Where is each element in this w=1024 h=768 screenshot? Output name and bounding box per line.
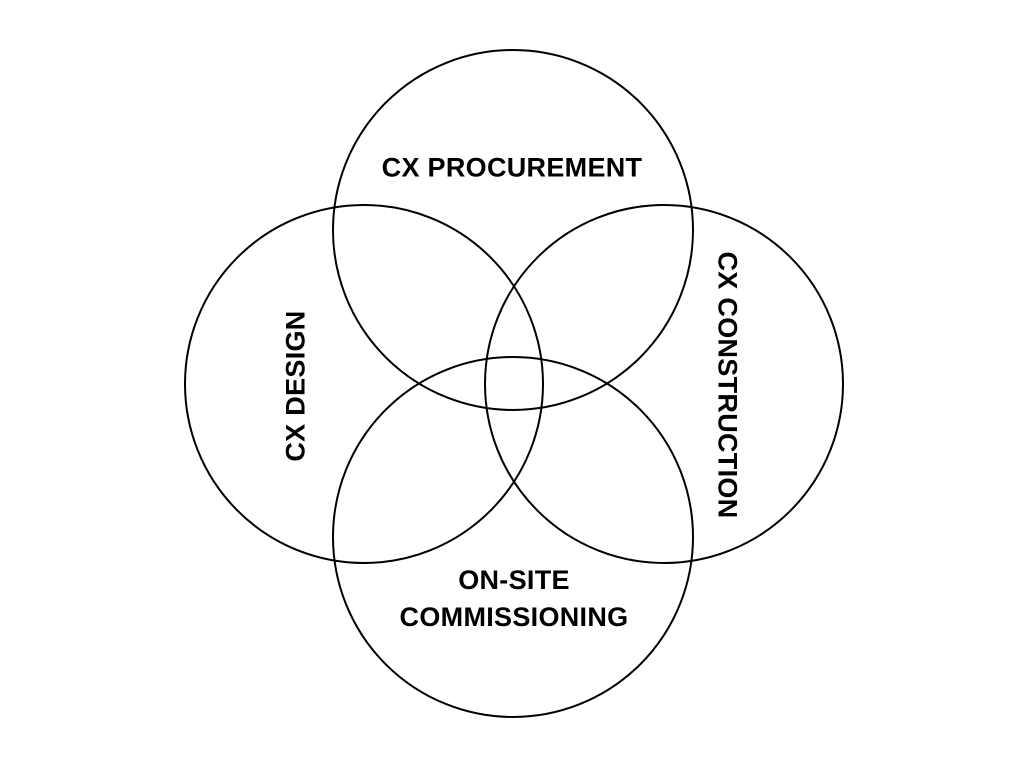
label-cx-design: CX DESIGN [280, 310, 311, 462]
venn-circle-construction [484, 204, 844, 564]
label-on-site-commissioning-line1: ON-SITE [458, 565, 570, 595]
venn-circle-design [184, 204, 544, 564]
label-cx-procurement: CX PROCUREMENT [381, 152, 643, 183]
label-cx-construction: CX CONSTRUCTION [712, 251, 743, 519]
label-on-site-commissioning: ON-SITE COMMISSIONING [400, 562, 629, 636]
label-on-site-commissioning-line2: COMMISSIONING [399, 602, 629, 632]
venn-circle-commissioning [332, 356, 694, 718]
venn-circle-procurement [332, 49, 694, 411]
